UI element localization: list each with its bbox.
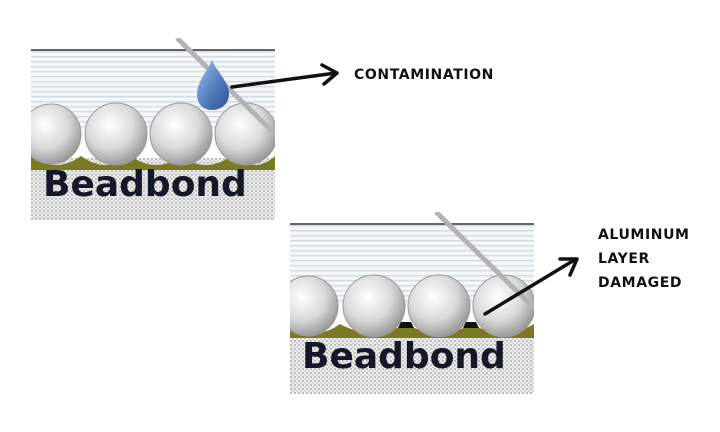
damaged-beadbond-panel: Beadbond [290,212,534,394]
damage-arrow [483,257,578,316]
glass-bead [290,275,339,337]
glass-bead [84,102,148,166]
beadbond-label: Beadbond [43,164,247,205]
glass-bead [31,103,82,165]
arrowhead-icon [320,63,339,86]
damage-gap-icon [398,322,414,328]
contamination-arrow [230,71,338,89]
callout-line: LAYER [598,251,650,267]
arrowhead-icon [558,257,579,277]
substrate-layer [290,332,534,394]
adhesive-layer [31,156,275,170]
light-ray [434,212,534,310]
damage-gap-icon [463,322,479,328]
beadbond-label: Beadbond [302,336,506,377]
contamination-callout: CONTAMINATION [354,67,494,83]
glass-bead [342,274,406,338]
callout-line: ALUMINUM [598,227,690,243]
aluminum-damaged-callout: ALUMINUM LAYER DAMAGED [598,223,690,295]
callout-line: DAMAGED [598,275,683,291]
contamination-droplet-icon [197,60,229,110]
glass-bead [149,102,213,166]
contaminated-beadbond-panel: Beadbond [31,38,275,220]
glass-bead [407,274,471,338]
